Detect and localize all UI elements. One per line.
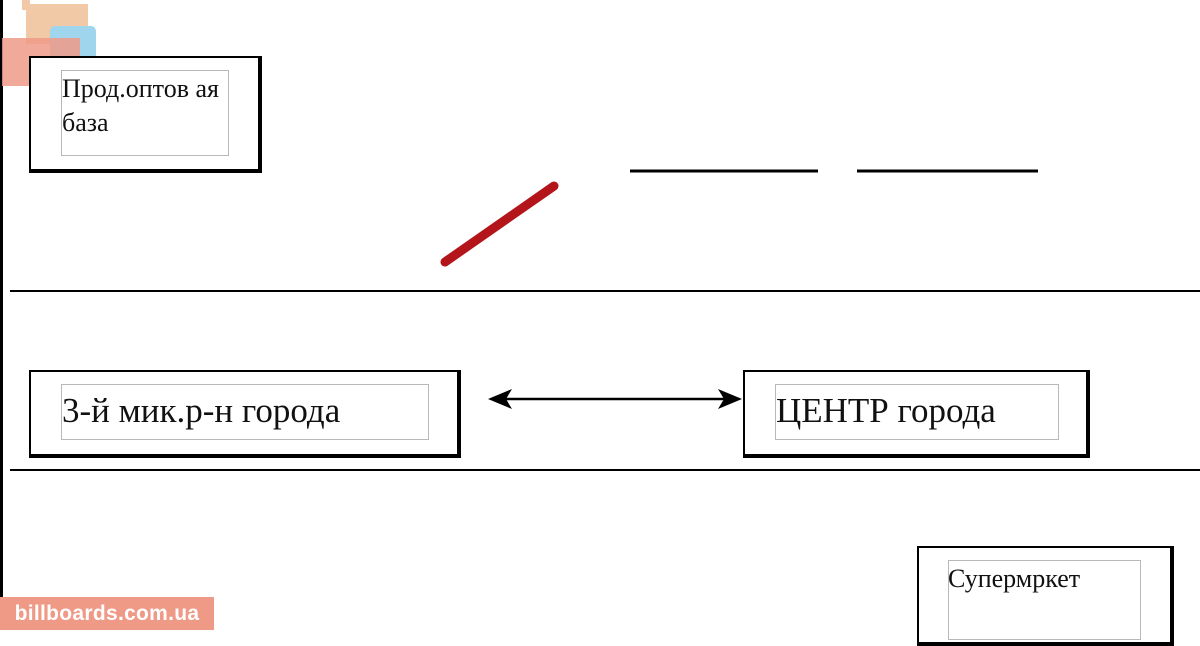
node-wholesale-base bbox=[29, 56, 262, 173]
node-city-center-label: ЦЕНТР города bbox=[776, 391, 996, 430]
double-headed-arrow bbox=[488, 389, 742, 409]
node-supermarket bbox=[917, 546, 1174, 646]
watermark-label: billboards.com.ua bbox=[0, 597, 214, 630]
node-city-center-inner bbox=[775, 384, 1059, 440]
red-diagonal-stroke bbox=[440, 181, 559, 267]
left-border-line bbox=[0, 0, 3, 630]
node-supermarket-label: Супермркет bbox=[948, 564, 1081, 593]
node-wholesale-base-label: Прод.оптов ая база bbox=[62, 74, 219, 137]
section-divider-bottom bbox=[10, 469, 1200, 471]
node-wholesale-base-inner bbox=[61, 70, 229, 156]
section-divider-top bbox=[10, 290, 1200, 292]
node-third-district-label: 3-й мик.р-н города bbox=[62, 391, 341, 430]
node-third-district-inner bbox=[61, 384, 429, 440]
billboards-logo-icon bbox=[2, 0, 96, 100]
connector-layer bbox=[440, 169, 1038, 409]
